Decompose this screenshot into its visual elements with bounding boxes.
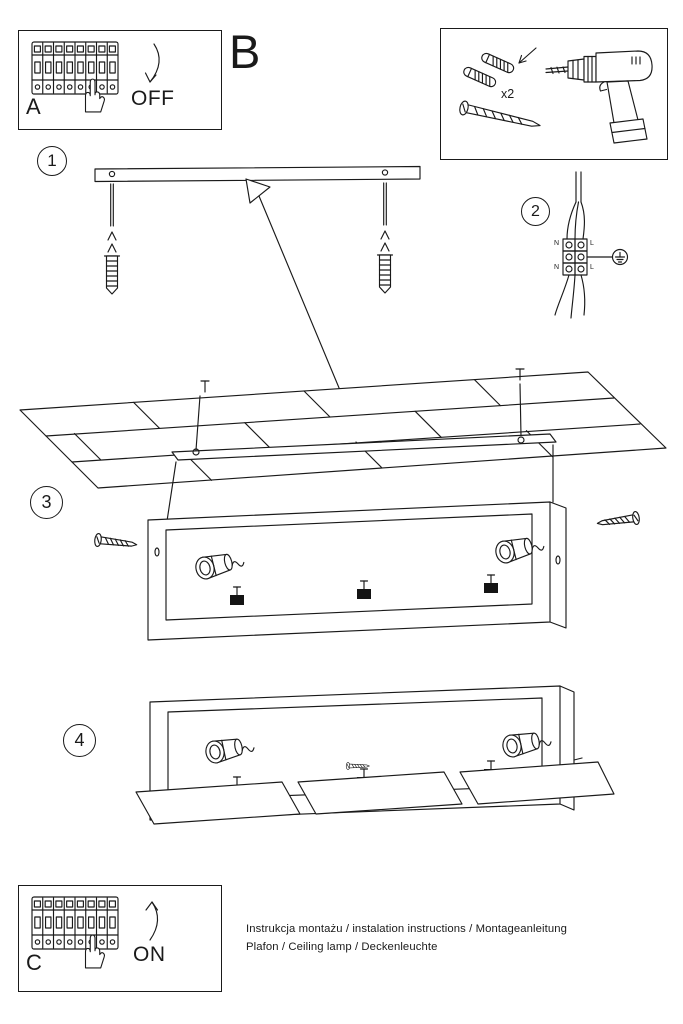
terminal-label-n1: N xyxy=(554,240,560,247)
panel-bolt-icon xyxy=(200,368,525,393)
wire-ends xyxy=(554,274,586,319)
lamp-housing-frame xyxy=(147,501,567,641)
wall-plug-icon xyxy=(461,65,498,89)
switch-on-label: ON xyxy=(133,943,166,966)
step-4-number: 4 xyxy=(74,730,85,750)
footer-product-line: Plafon / Ceiling lamp / Deckenleuchte xyxy=(246,941,438,953)
anchor-icon xyxy=(376,182,394,294)
step-2-badge: 2 xyxy=(521,197,550,226)
arrow-on-icon xyxy=(145,901,159,941)
ceiling-panel xyxy=(19,371,667,489)
panel-c-box xyxy=(18,885,222,992)
insert-arrow-icon xyxy=(518,47,537,64)
terminal-block xyxy=(562,238,588,276)
page-title: B xyxy=(229,25,261,78)
diffuser-panel xyxy=(297,771,463,815)
diffuser-panel xyxy=(135,781,301,825)
step-4-badge: 4 xyxy=(63,724,96,757)
arrow-off-icon xyxy=(144,43,160,83)
terminal-label-l1: L xyxy=(590,240,594,247)
drill-icon xyxy=(545,50,653,144)
anchor-icon xyxy=(103,183,121,295)
footer-instructions-line: Instrukcja montażu / instalation instruc… xyxy=(246,923,568,935)
breaker-panel-icon xyxy=(32,897,118,949)
wall-plug-icon xyxy=(479,51,516,75)
switch-off-label: OFF xyxy=(131,87,175,110)
panel-a-box xyxy=(18,30,222,130)
hardware-box xyxy=(440,28,668,160)
screw-icon xyxy=(93,532,139,552)
mounting-bar xyxy=(94,165,421,183)
step-2-number: 2 xyxy=(531,202,540,220)
diffuser-panel xyxy=(459,761,615,805)
earth-symbol-icon xyxy=(586,248,629,266)
cable-icon xyxy=(566,171,586,240)
panel-c-label: C xyxy=(26,950,42,975)
step-1-badge: 1 xyxy=(37,146,67,176)
step-3-badge: 3 xyxy=(30,486,63,519)
terminal-label-l2: L xyxy=(590,264,594,271)
breaker-panel-icon xyxy=(32,42,118,94)
terminal-label-n2: N xyxy=(554,264,560,271)
panel-a-label: A xyxy=(26,94,41,119)
quantity-label: x2 xyxy=(501,87,515,101)
hanging-bar xyxy=(166,383,557,522)
screw-icon xyxy=(457,99,543,133)
step-3-number: 3 xyxy=(41,492,52,512)
step-1-number: 1 xyxy=(47,151,57,170)
screw-icon xyxy=(595,510,641,531)
